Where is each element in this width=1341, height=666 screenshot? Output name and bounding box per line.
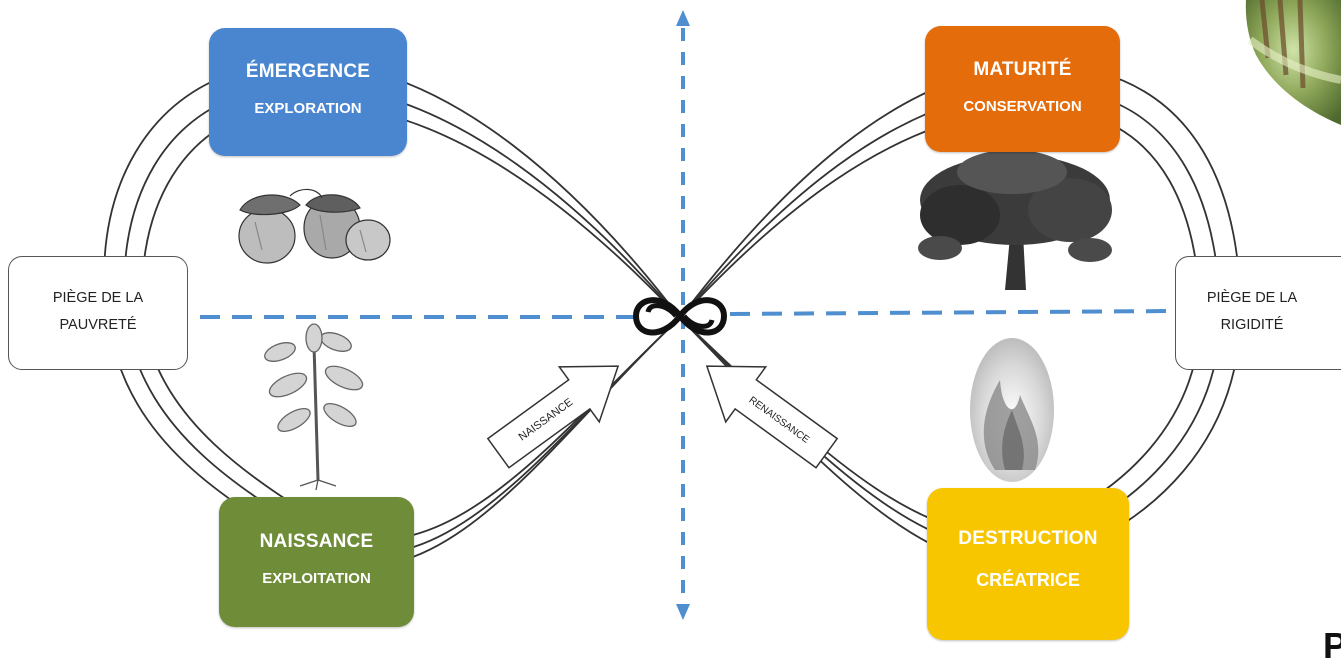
infinity-symbol-icon bbox=[632, 297, 728, 336]
phase-maturite-title: MATURITÉ bbox=[973, 59, 1072, 80]
adaptive-cycle-diagram: NAISSANCE RENAISSANCE ÉMERGENCE EXPLORAT… bbox=[8, 0, 1341, 664]
trap-rigidite-line1: PIÈGE DE LA bbox=[1206, 290, 1298, 306]
phase-naissance-title: NAISSANCE bbox=[259, 531, 374, 552]
phase-maturite-subtitle: CONSERVATION bbox=[963, 98, 1082, 115]
renaissance-arrow: RENAISSANCE bbox=[705, 365, 839, 469]
mature-oak-tree-illustration bbox=[918, 150, 1112, 290]
horizontal-axis bbox=[200, 309, 1176, 319]
phase-destruction-title: DESTRUCTION bbox=[958, 528, 1098, 549]
trap-rigidite-line2: RIGIDITÉ bbox=[1220, 317, 1284, 333]
trap-pauvrete: PIÈGE DE LA PAUVRETÉ bbox=[8, 256, 188, 370]
phase-naissance: NAISSANCE EXPLOITATION bbox=[219, 497, 414, 627]
phase-emergence: ÉMERGENCE EXPLORATION bbox=[209, 28, 407, 156]
phase-maturite: MATURITÉ CONSERVATION bbox=[925, 26, 1120, 152]
corner-glyph: P bbox=[1323, 625, 1341, 666]
forest-photo bbox=[1245, 0, 1341, 125]
phase-emergence-subtitle: EXPLORATION bbox=[254, 100, 362, 117]
oak-sapling-illustration bbox=[264, 323, 364, 491]
phase-emergence-title: ÉMERGENCE bbox=[245, 61, 371, 82]
acorns-illustration bbox=[238, 188, 391, 264]
flame-illustration bbox=[970, 338, 1054, 482]
phase-destruction-subtitle: CRÉATRICE bbox=[976, 570, 1080, 590]
phase-naissance-subtitle: EXPLOITATION bbox=[262, 570, 371, 587]
vertical-axis bbox=[676, 10, 690, 620]
naissance-arrow: NAISSANCE bbox=[486, 365, 620, 469]
trap-pauvrete-line1: PIÈGE DE LA bbox=[52, 290, 144, 306]
phase-destruction: DESTRUCTION CRÉATRICE bbox=[927, 488, 1129, 640]
trap-pauvrete-line2: PAUVRETÉ bbox=[59, 317, 137, 333]
trap-rigidite: PIÈGE DE LA RIGIDITÉ bbox=[1175, 256, 1341, 370]
